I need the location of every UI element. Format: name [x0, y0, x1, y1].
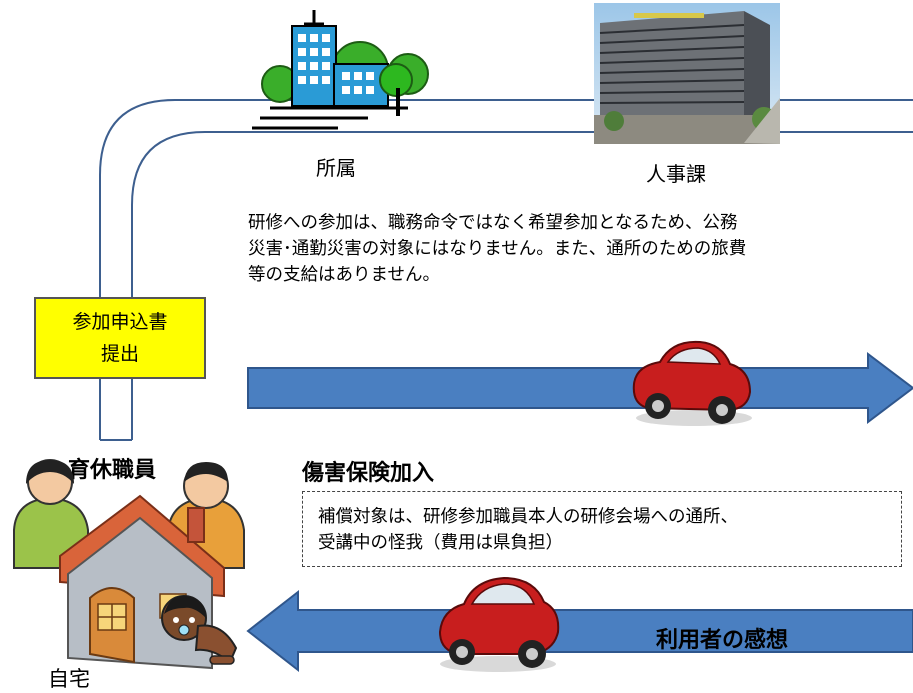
red-car-icon: [438, 576, 560, 672]
application-box: 参加申込書 提出: [34, 297, 206, 379]
road-outer-line: [99, 99, 913, 440]
insurance-note-text: 補償対象は、研修参加職員本人の研修会場への通所、 受講中の怪我（費用は県負担）: [318, 507, 738, 553]
road-inner-line: [131, 131, 913, 440]
left-arrow: [246, 589, 913, 673]
user-feedback-label: 利用者の感想: [656, 628, 789, 653]
insurance-note-box: [302, 491, 902, 567]
application-label-line2: 提出: [100, 343, 139, 365]
application-label-line1: 参加申込書: [72, 311, 168, 333]
home-label: 自宅: [48, 667, 90, 691]
childcare-staff-label: 育休職員: [68, 458, 157, 483]
office-building-icon: [252, 10, 429, 130]
red-car-icon: [632, 340, 752, 426]
right-arrow: [247, 351, 913, 425]
notice-text: 研修への参加は、職務命令ではなく希望参加となるため、公務 災害･通勤災害の対象に…: [248, 213, 747, 285]
baby-icon: [161, 595, 238, 665]
hr-division-label: 人事課: [646, 162, 706, 186]
insurance-title: 傷害保険加入: [302, 461, 435, 486]
affiliation-label: 所属: [316, 156, 356, 180]
government-building-photo: [594, 3, 780, 144]
